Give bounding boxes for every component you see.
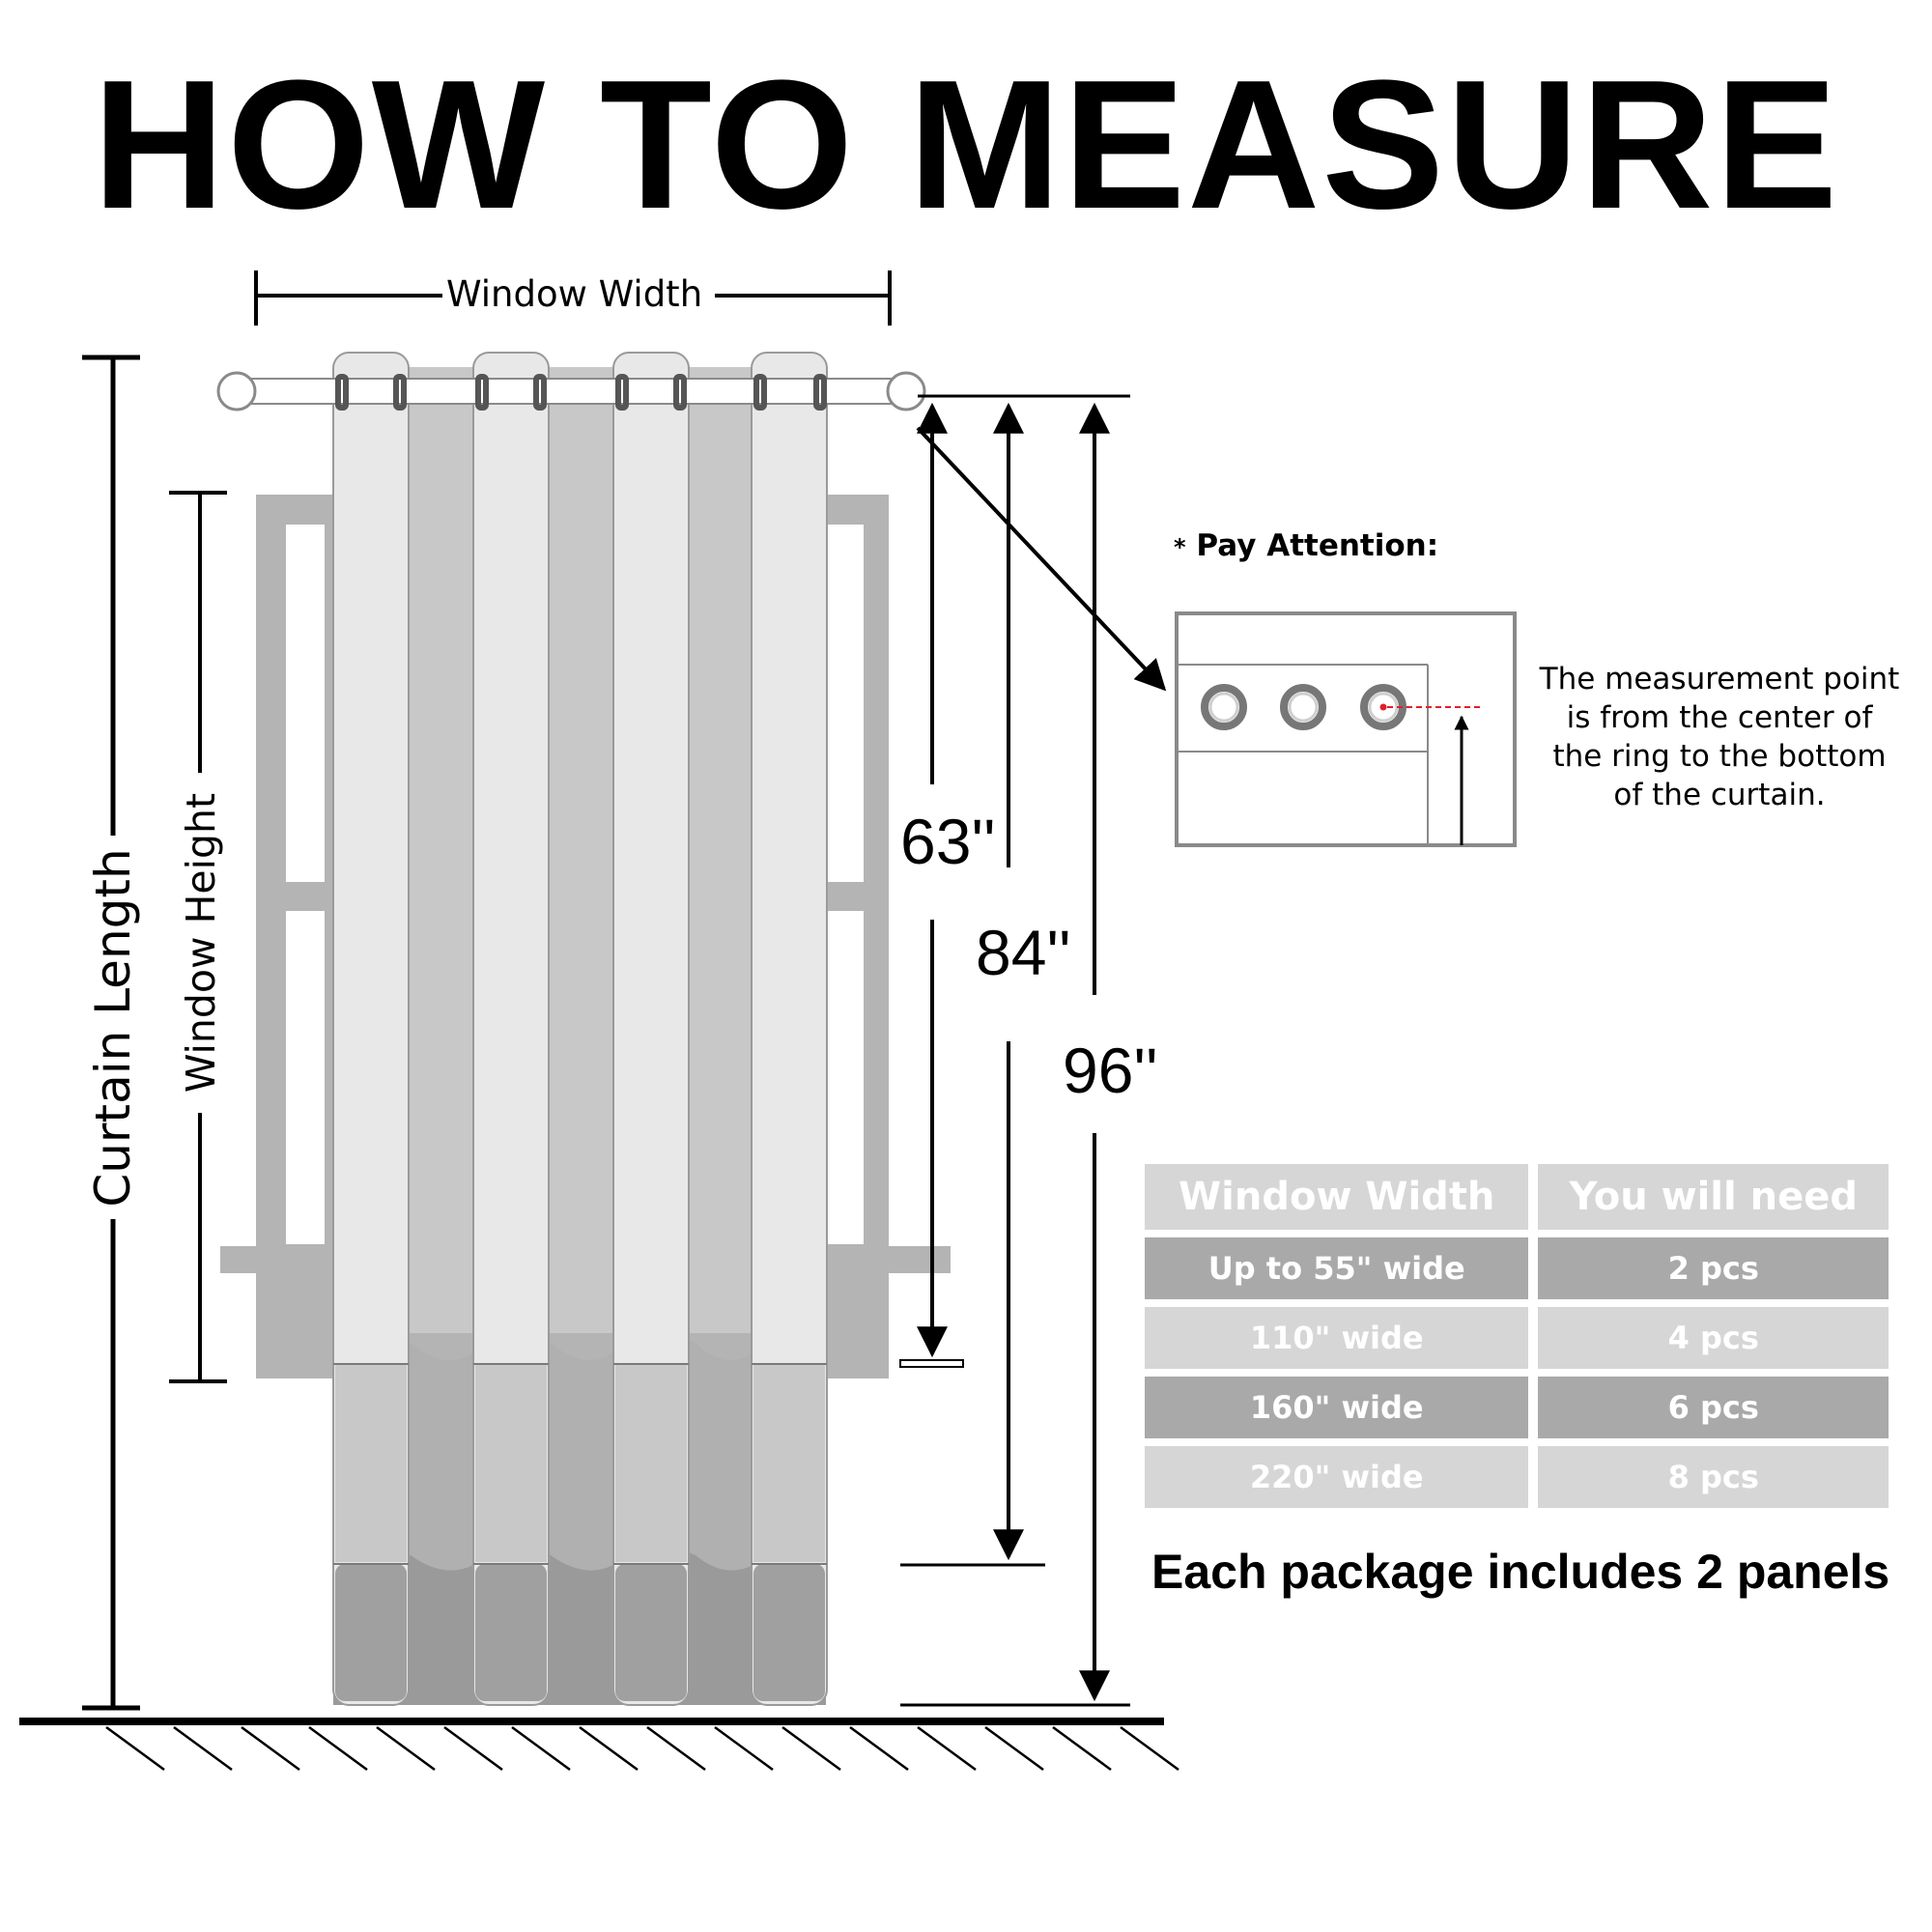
table-row: 110" wide 4 pcs [1145, 1307, 1889, 1369]
header-you-will-need: You will need [1538, 1164, 1889, 1230]
floor [19, 1718, 1179, 1772]
note-line: of the curtain. [1613, 778, 1826, 812]
table-row: 220" wide 8 pcs [1145, 1446, 1889, 1508]
row-width: 160" wide [1145, 1377, 1529, 1438]
note-line: The measurement point [1539, 662, 1900, 696]
panel-quantity-table: Window Width You will need Up to 55" wid… [1135, 1156, 1898, 1516]
curtain-rod [216, 371, 926, 412]
row-need: 8 pcs [1538, 1446, 1889, 1508]
row-width: Up to 55" wide [1145, 1237, 1529, 1299]
page-title: HOW TO MEASURE [92, 43, 1840, 247]
dimension-63: 63'' [900, 806, 996, 877]
row-need: 2 pcs [1538, 1237, 1889, 1299]
row-need: 6 pcs [1538, 1377, 1889, 1438]
table-header-row: Window Width You will need [1145, 1164, 1889, 1230]
dimension-96: 96'' [1063, 1035, 1158, 1106]
row-width: 110" wide [1145, 1307, 1529, 1369]
window-width-dimension [254, 270, 892, 326]
measurement-arrows [899, 394, 1167, 1707]
table-row: 160" wide 6 pcs [1145, 1377, 1889, 1438]
curtain-length-dimension [82, 355, 140, 1711]
row-width: 220" wide [1145, 1446, 1529, 1508]
star-icon: * [1174, 533, 1186, 561]
measurement-note: The measurement point is from the center… [1521, 660, 1918, 814]
package-note: Each package includes 2 panels [1151, 1545, 1890, 1599]
curtain-illustration [332, 352, 828, 1706]
pay-attention-text: Pay Attention: [1196, 528, 1439, 563]
window-height-dimension [169, 491, 227, 1383]
pay-attention-heading: * Pay Attention: [1174, 528, 1438, 563]
curtain-length-label: Curtain Length [85, 848, 141, 1208]
table-row: Up to 55" wide 2 pcs [1145, 1237, 1889, 1299]
window-height-label: Window Height [178, 792, 224, 1094]
row-need: 4 pcs [1538, 1307, 1889, 1369]
grommet-detail-inset [1175, 611, 1517, 847]
note-line: the ring to the bottom [1552, 739, 1887, 774]
header-window-width: Window Width [1145, 1164, 1529, 1230]
note-line: is from the center of [1566, 700, 1873, 735]
window-width-label: Window Width [446, 273, 703, 315]
dimension-84: 84'' [976, 917, 1071, 988]
